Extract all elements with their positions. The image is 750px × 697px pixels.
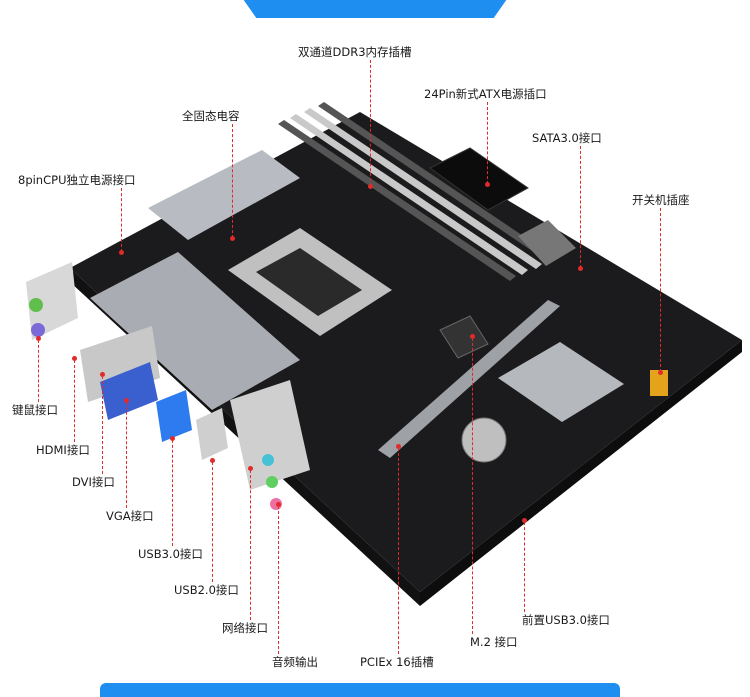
label-hdmi-port: HDMI接口 [36, 443, 90, 457]
dot-power-switch [658, 370, 663, 375]
label-ps2-port: 键鼠接口 [12, 403, 58, 417]
leader-cpu-power [121, 188, 122, 252]
sata-ports [518, 220, 576, 266]
dot-atx [485, 182, 490, 187]
leader-capacitor [232, 124, 233, 238]
leader-usb2 [212, 462, 213, 582]
label-pcie-slot: PCIEx 16插槽 [360, 655, 434, 669]
leader-hdmi [74, 360, 75, 442]
leader-dvi [102, 376, 103, 474]
dot-sata [578, 266, 583, 271]
cmos-battery [461, 417, 507, 463]
label-audio-output: 音频输出 [272, 655, 318, 669]
dot-hdmi [72, 356, 77, 361]
dot-usb3 [170, 436, 175, 441]
dot-pcie [396, 444, 401, 449]
board-pcb [70, 112, 742, 592]
cpu-socket-center [256, 248, 362, 316]
label-sata-port: SATA3.0接口 [532, 131, 602, 145]
label-ddr3-slot: 双通道DDR3内存插槽 [298, 45, 412, 59]
pcie-slot [378, 300, 560, 458]
dot-ps2 [36, 336, 41, 341]
label-vga-port: VGA接口 [106, 509, 154, 523]
board-edge [420, 340, 742, 606]
dot-vga [124, 398, 129, 403]
atx-connector [429, 147, 529, 211]
dot-dvi [100, 372, 105, 377]
label-usb2-port: USB2.0接口 [174, 583, 239, 597]
dot-audio [276, 502, 281, 507]
dot-m2 [470, 334, 475, 339]
leader-m2 [472, 338, 473, 634]
leader-sata [580, 146, 581, 268]
leader-lan [250, 470, 251, 620]
dot-ddr3 [368, 184, 373, 189]
dimm-slots [278, 102, 556, 281]
vrm-heatsink-left [90, 252, 300, 410]
dot-lan [248, 466, 253, 471]
label-atx-connector: 24Pin新式ATX电源插口 [424, 87, 547, 101]
dot-cpu-power [119, 250, 124, 255]
label-power-switch: 开关机插座 [632, 193, 690, 207]
label-m2-slot: M.2 接口 [470, 635, 518, 649]
top-banner-bar [262, 0, 488, 18]
label-front-usb3: 前置USB3.0接口 [522, 613, 610, 627]
bottom-banner-bar [100, 683, 620, 697]
leader-front-usb3 [524, 522, 525, 612]
dot-capacitor [230, 236, 235, 241]
io-panel [26, 262, 310, 510]
chipset-heatsink [498, 342, 624, 422]
dot-usb2 [210, 458, 215, 463]
vrm-heatsink-top [148, 150, 300, 240]
label-dvi-port: DVI接口 [72, 475, 115, 489]
power-switch-header [650, 370, 668, 396]
leader-atx [487, 102, 488, 184]
leader-ps2 [38, 340, 39, 402]
leader-usb3 [172, 440, 173, 546]
leader-vga [126, 402, 127, 508]
label-usb3-port: USB3.0接口 [138, 547, 203, 561]
leader-power-switch [660, 208, 661, 372]
leader-ddr3 [370, 60, 371, 186]
label-cpu-power: 8pinCPU独立电源接口 [18, 173, 136, 187]
dot-front-usb3 [522, 518, 527, 523]
leader-pcie [398, 448, 399, 654]
m2-slot [439, 315, 489, 359]
label-lan-port: 网络接口 [222, 621, 268, 635]
leader-audio [278, 506, 279, 654]
label-solid-capacitor: 全固态电容 [182, 109, 240, 123]
